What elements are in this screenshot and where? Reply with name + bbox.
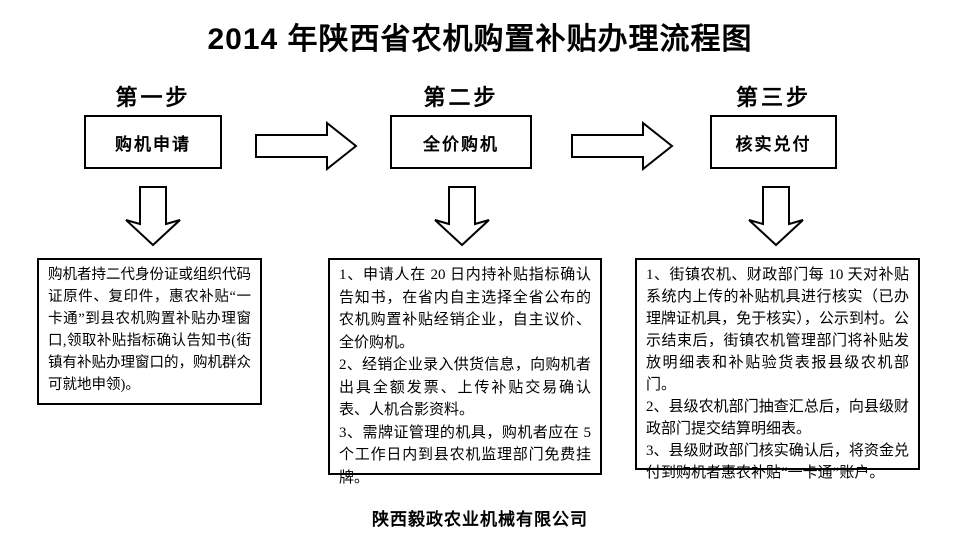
page-title: 2014 年陕西省农机购置补贴办理流程图 xyxy=(207,23,753,56)
right-arrow-icon xyxy=(571,121,674,171)
detail-paragraph: 1、街镇农机、财政部门每 10 天对补贴系统内上传的补贴机具进行核实（已办理牌证… xyxy=(646,267,909,393)
detail-paragraph: 3、需牌证管理的机具，购机者应在 5 个工作日内到县农机监理部门免费挂牌。 xyxy=(339,424,591,486)
right-arrow-icon xyxy=(255,121,358,171)
step-3-label: 第三步 xyxy=(735,85,811,110)
step-box-full-price-purchase: 全价购机 xyxy=(390,115,532,169)
detail-paragraph: 2、县级农机部门抽查汇总后，向县级财政部门提交结算明细表。 xyxy=(646,399,909,437)
detail-box-step-1: 购机者持二代身份证或组织代码证原件、复印件，惠农补贴“一卡通”到县农机购置补贴办… xyxy=(37,258,262,405)
detail-box-step-3: 1、街镇农机、财政部门每 10 天对补贴系统内上传的补贴机具进行核实（已办理牌证… xyxy=(635,258,920,481)
company-name: 陕西毅政农业机械有限公司 xyxy=(372,510,588,529)
step-box-purchase-application: 购机申请 xyxy=(84,115,222,169)
detail-paragraph: 3、县级财政部门核实确认后，将资金兑付到购机者惠农补贴“一卡通”账户。 xyxy=(646,443,909,481)
step-2-label: 第二步 xyxy=(423,85,499,110)
down-arrow-icon xyxy=(125,186,181,247)
step-box-label: 全价购机 xyxy=(423,134,499,154)
detail-box-step-2: 1、申请人在 20 日内持补贴指标确认告知书，在省内自主选择全省公布的农机购置补… xyxy=(328,258,602,486)
step-box-label: 核实兑付 xyxy=(735,134,812,154)
step-box-verify-payment: 核实兑付 xyxy=(710,115,837,169)
down-arrow-icon xyxy=(748,186,804,247)
detail-paragraph: 2、经销企业录入供货信息，向购机者出具全额发票、上传补贴交易确认表、人机合影资料… xyxy=(339,357,591,418)
down-arrow-icon xyxy=(434,186,490,247)
detail-paragraph: 1、申请人在 20 日内持补贴指标确认告知书，在省内自主选择全省公布的农机购置补… xyxy=(339,267,591,351)
detail-paragraph: 购机者持二代身份证或组织代码证原件、复印件，惠农补贴“一卡通”到县农机购置补贴办… xyxy=(48,267,251,393)
step-box-label: 购机申请 xyxy=(115,134,191,154)
step-1-label: 第一步 xyxy=(115,85,191,110)
